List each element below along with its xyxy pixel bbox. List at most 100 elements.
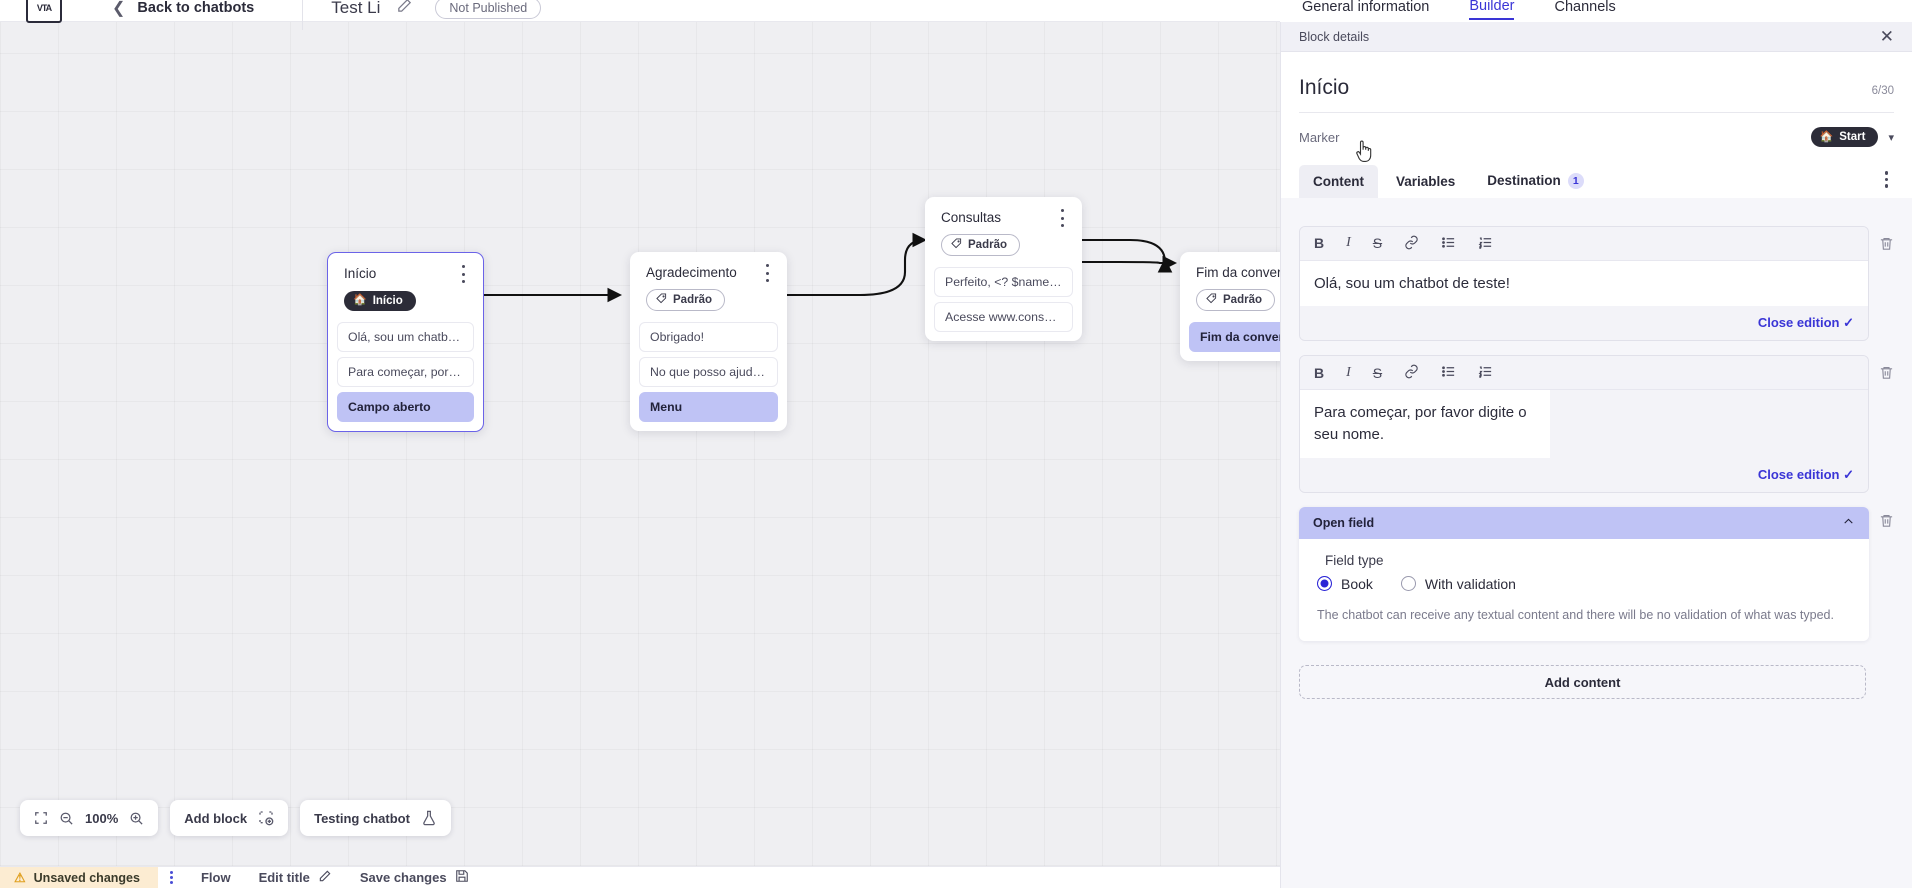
marker-selector[interactable]: 🏠 Start ▾	[1810, 127, 1894, 147]
node-row[interactable]: Olá, sou um chatbot de teste!	[337, 321, 474, 352]
node-row[interactable]: Perfeito, <? $name ?>!	[934, 267, 1073, 297]
chevron-down-icon[interactable]: ▾	[1888, 131, 1894, 144]
chevron-up-icon[interactable]	[1842, 515, 1855, 531]
radio-option-with-validation[interactable]: With validation	[1400, 575, 1532, 592]
flow-node-agradecimento[interactable]: Agradecimento Padrão Obrigado! No que po…	[630, 252, 787, 431]
link-icon[interactable]	[1404, 235, 1419, 252]
node-badge-label: Padrão	[1223, 294, 1262, 306]
tab-content[interactable]: Content	[1299, 164, 1378, 198]
flow-canvas[interactable]: Início 🏠 Início Olá, sou um chatbot de t…	[0, 22, 1281, 866]
numbered-list-icon[interactable]	[1478, 364, 1493, 381]
flow-node-fim-da-conversa[interactable]: Fim da conversa Padrão Fim da conversa	[1180, 252, 1281, 361]
zoom-in-icon[interactable]	[129, 811, 144, 826]
node-body: Fim da conversa	[1180, 322, 1281, 361]
tab-builder[interactable]: Builder	[1469, 0, 1515, 20]
node-start-badge: 🏠 Início	[344, 290, 416, 311]
node-row[interactable]: Campo aberto	[337, 391, 474, 422]
back-to-chatbots-link[interactable]: Back to chatbots	[137, 0, 255, 16]
numbered-list-icon[interactable]	[1478, 235, 1493, 252]
editor-toolbar: B I S	[1300, 226, 1868, 261]
trash-icon[interactable]	[1879, 355, 1894, 384]
panel-tabs: Content Variables Destination 1	[1299, 159, 1894, 198]
radio-label: Book	[1341, 575, 1373, 592]
node-header: Agradecimento	[630, 252, 787, 282]
radio-label: With validation	[1424, 575, 1516, 592]
tab-variables-label: Variables	[1396, 173, 1456, 189]
node-menu-icon[interactable]	[760, 264, 774, 282]
rich-text-editor[interactable]: B I S Olá, sou um chatbot de teste! Clo	[1299, 225, 1869, 342]
add-block-button[interactable]: Add block	[170, 800, 289, 836]
open-field-title: Open field	[1313, 515, 1375, 530]
close-edition-button[interactable]: Close edition ✓	[1300, 457, 1868, 492]
bullet-list-icon[interactable]	[1441, 364, 1456, 381]
editor-text[interactable]: Para começar, por favor digite o seu nom…	[1300, 390, 1550, 458]
close-icon[interactable]: ✕	[1879, 27, 1894, 46]
vtex-logo[interactable]: VTA	[26, 0, 62, 23]
warning-triangle-icon: ⚠	[14, 869, 26, 885]
edit-title-button[interactable]: Edit title	[259, 869, 332, 886]
node-row[interactable]: Fim da conversa	[1189, 322, 1281, 352]
tab-general-information[interactable]: General information	[1302, 0, 1430, 15]
panel-content-scroll[interactable]: B I S Olá, sou um chatbot de teste! Clo	[1281, 198, 1912, 888]
node-badge-row: Padrão	[630, 280, 787, 322]
node-row[interactable]: No que posso ajudar, <? $name ...	[639, 357, 778, 387]
add-content-button[interactable]: Add content	[1299, 665, 1866, 700]
char-counter: 6/30	[1871, 85, 1894, 97]
tab-destination[interactable]: Destination 1	[1473, 164, 1598, 198]
flow-node-inicio[interactable]: Início 🏠 Início Olá, sou um chatbot de t…	[327, 252, 484, 432]
node-title: Agradecimento	[646, 265, 737, 280]
tab-variables[interactable]: Variables	[1382, 165, 1469, 198]
flow-button[interactable]: Flow	[201, 870, 231, 885]
marker-start-badge: 🏠 Start	[1810, 127, 1879, 147]
canvas-toolbar: 100% Add block Testing chatbot	[20, 800, 451, 836]
fit-screen-icon[interactable]	[34, 811, 48, 825]
block-title: Início	[1299, 76, 1350, 99]
edit-title-pencil-icon[interactable]	[396, 0, 413, 19]
bold-icon[interactable]: B	[1314, 235, 1325, 251]
tag-icon	[1206, 293, 1217, 307]
testing-chatbot-button[interactable]: Testing chatbot	[300, 800, 451, 836]
node-row[interactable]: Acesse www.consultas.com par...	[934, 302, 1073, 332]
node-default-badge: Padrão	[941, 234, 1020, 256]
open-field-description: The chatbot can receive any textual cont…	[1317, 607, 1834, 622]
tab-content-label: Content	[1313, 173, 1364, 189]
open-field-header[interactable]: Open field	[1299, 506, 1869, 539]
italic-icon[interactable]: I	[1346, 364, 1351, 380]
save-changes-button[interactable]: Save changes	[360, 869, 469, 886]
italic-icon[interactable]: I	[1346, 235, 1351, 250]
panel-header: Block details ✕	[1281, 22, 1912, 52]
node-row[interactable]: Menu	[639, 392, 778, 422]
node-body: Olá, sou um chatbot de teste! Para começ…	[328, 321, 483, 431]
tab-destination-label: Destination	[1487, 173, 1561, 188]
node-body: Obrigado! No que posso ajudar, <? $name …	[630, 322, 787, 431]
strikethrough-icon[interactable]: S	[1372, 364, 1383, 381]
flow-edges	[484, 232, 1178, 303]
editor-text[interactable]: Olá, sou um chatbot de teste!	[1300, 260, 1868, 307]
node-menu-icon[interactable]	[1055, 209, 1069, 227]
tab-channels[interactable]: Channels	[1554, 0, 1616, 15]
zoom-out-icon[interactable]	[59, 811, 74, 826]
close-edition-button[interactable]: Close edition ✓	[1300, 306, 1868, 341]
bullet-list-icon[interactable]	[1441, 235, 1456, 252]
flask-icon	[421, 810, 437, 826]
close-edition-label: Close edition	[1757, 315, 1840, 331]
field-type-radio-group: Book With validation	[1317, 576, 1851, 592]
node-header: Início	[328, 253, 483, 283]
rich-text-editor[interactable]: B I S Para começar, por favor digite o s…	[1299, 355, 1869, 493]
link-icon[interactable]	[1404, 364, 1419, 381]
bold-icon[interactable]: B	[1314, 364, 1325, 381]
node-row[interactable]: Obrigado!	[639, 322, 778, 352]
trash-icon[interactable]	[1879, 226, 1894, 255]
strikethrough-icon[interactable]: S	[1372, 235, 1383, 251]
add-block-icon	[258, 810, 274, 826]
trash-icon[interactable]	[1879, 507, 1894, 532]
node-menu-icon[interactable]	[456, 265, 470, 283]
panel-more-icon[interactable]	[1879, 161, 1895, 198]
header-tabs: General information Builder Channels	[1280, 0, 1912, 22]
node-row[interactable]: Para começar, por favor digite o ...	[337, 356, 474, 387]
back-chevron-icon[interactable]: ❮	[112, 0, 126, 17]
zoom-controls[interactable]: 100%	[20, 800, 159, 836]
status-more-icon[interactable]	[169, 871, 173, 884]
flow-node-consultas[interactable]: Consultas Padrão Perfeito, <? $name ?>! …	[925, 197, 1082, 341]
radio-option-book[interactable]: Book	[1317, 576, 1389, 592]
